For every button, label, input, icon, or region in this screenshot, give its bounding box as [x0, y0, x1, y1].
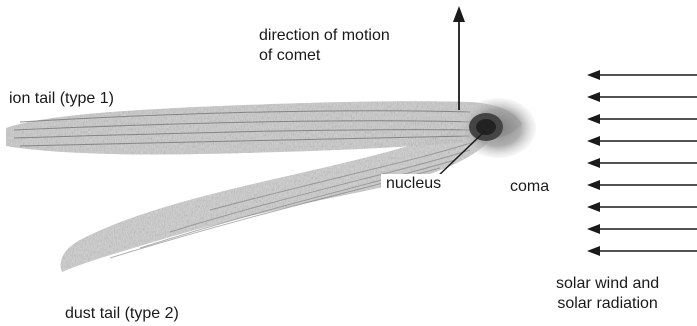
nucleus-label: nucleus: [381, 174, 446, 194]
nucleus: [469, 113, 503, 141]
left-arrow-icon: [587, 70, 697, 80]
dust-tail-label: dust tail (type 2): [65, 304, 179, 324]
solar-label-line-2: solar radiation: [556, 294, 659, 314]
left-arrow-icon: [587, 180, 697, 190]
up-arrow-icon: [453, 6, 465, 110]
left-arrow-icon: [587, 158, 697, 168]
direction-label-line-2: of comet: [259, 46, 390, 66]
coma-label: coma: [510, 177, 549, 197]
left-arrow-icon: [587, 224, 697, 234]
solar-wind-label: solar wind and solar radiation: [556, 274, 659, 314]
left-arrow-icon: [587, 114, 697, 124]
direction-of-motion-label: direction of motion of comet: [259, 26, 390, 66]
direction-label-line-1: direction of motion: [259, 26, 390, 46]
left-arrow-icon: [587, 246, 697, 256]
ion-tail-label: ion tail (type 1): [9, 89, 114, 109]
solar-label-line-1: solar wind and: [556, 274, 659, 294]
left-arrow-icon: [587, 136, 697, 146]
solar-wind-arrows: [587, 70, 697, 256]
left-arrow-icon: [587, 92, 697, 102]
left-arrow-icon: [587, 202, 697, 212]
